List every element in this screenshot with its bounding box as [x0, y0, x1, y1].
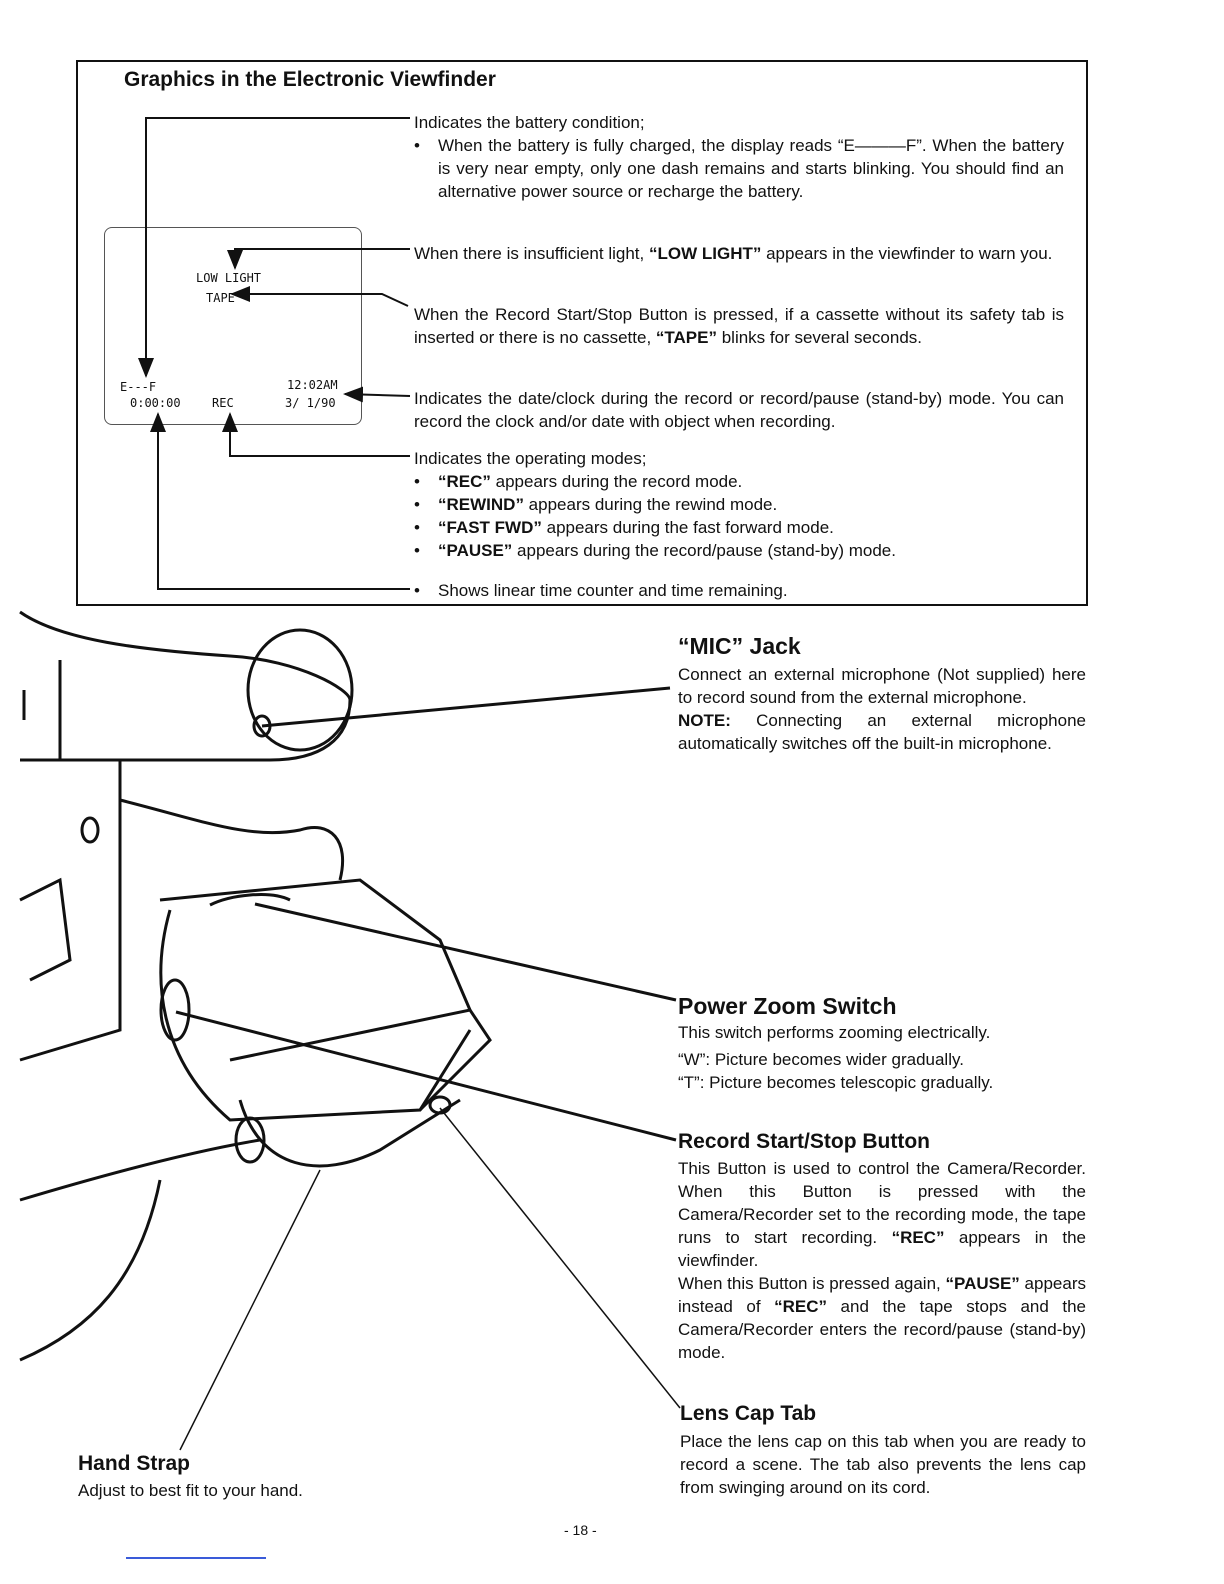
vf-rec: REC	[212, 396, 234, 410]
counter-description: Shows linear time counter and time remai…	[414, 579, 1064, 602]
mic-jack-title: “MIC” Jack	[678, 633, 801, 659]
vf-date: 3/ 1/90	[285, 396, 336, 410]
record-button-title: Record Start/Stop Button	[678, 1130, 930, 1153]
viewfinder-graphics-box	[76, 60, 1088, 606]
record-button-description: This Button is used to control the Camer…	[678, 1159, 1086, 1362]
clock-leader	[343, 386, 411, 403]
lens-cap-title: Lens Cap Tab	[680, 1402, 817, 1425]
power-zoom-description: This switch performs zooming electricall…	[678, 1023, 994, 1092]
modes-description: Indicates the operating modes; “REC” app…	[414, 447, 1064, 562]
vf-low-light: LOW LIGHT	[196, 271, 262, 285]
clock-description: Indicates the date/clock during the reco…	[414, 389, 1064, 431]
tape-description: When the Record Start/Stop Button is pre…	[414, 305, 1064, 347]
vf-battery: E---F	[120, 380, 157, 394]
page-number: - 18 -	[564, 1522, 597, 1538]
hand-strap-leader	[179, 1169, 321, 1451]
tape-leader	[230, 286, 409, 307]
vf-time: 12:02AM	[287, 378, 338, 392]
record-button-leader	[175, 1010, 677, 1142]
vf-counter: 0:00:00	[130, 396, 181, 410]
battery-description: Indicates the battery condition; When th…	[414, 111, 1064, 203]
footer-rule	[126, 1557, 266, 1559]
low-light-leader	[227, 248, 410, 270]
power-zoom-leader	[254, 902, 677, 1002]
lens-cap-description: Place the lens cap on this tab when you …	[680, 1432, 1086, 1497]
battery-leader	[138, 117, 410, 378]
modes-leader	[222, 412, 410, 457]
section-title: Graphics in the Electronic Viewfinder	[124, 68, 496, 91]
lens-cap-leader	[439, 1107, 681, 1409]
power-zoom-title: Power Zoom Switch	[678, 993, 897, 1019]
low-light-description: When there is insufficient light, “LOW L…	[414, 244, 1053, 263]
mic-jack-description: Connect an external microphone (Not supp…	[678, 665, 1086, 753]
hand-strap-description: Adjust to best fit to your hand.	[78, 1481, 303, 1500]
mic-jack-leader	[261, 686, 671, 728]
camcorder-illustration	[19, 610, 492, 1362]
hand-strap-title: Hand Strap	[78, 1452, 191, 1475]
vf-tape: TAPE	[206, 291, 235, 305]
counter-leader	[150, 412, 410, 590]
